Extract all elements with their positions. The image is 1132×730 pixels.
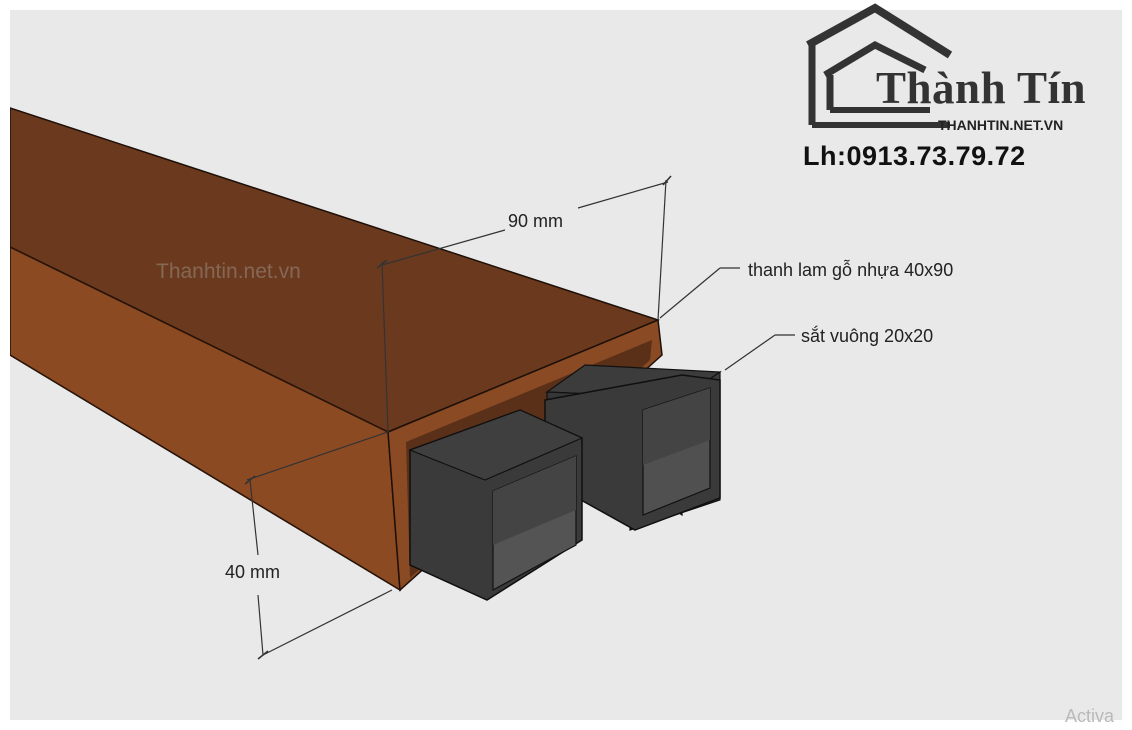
tick-2 [662,175,672,186]
canvas-viewport: 90 mm 40 mm thanh lam gỗ nhựa 40x90 sắt … [10,10,1122,720]
brand-name: Thành Tín [876,63,1087,113]
steel-label: sắt vuông 20x20 [801,325,933,346]
brand-url: THANHTIN.NET.VN [938,117,1064,133]
dim-40-line-top [249,479,259,556]
dim-90-line-right [577,181,669,209]
logo-roof-outer [806,3,953,59]
dim-40-line-bottom [257,594,264,656]
tick-4 [257,650,269,660]
logo-roof-inner [823,41,927,79]
dim-40-ext-top [246,431,389,481]
dim-40-ext-bottom [262,589,393,656]
watermark-text: Thanhtin.net.vn [156,260,301,283]
tick-3 [244,475,256,485]
brand-phone: Lh:0913.73.79.72 [803,141,1026,171]
activate-windows-watermark: Activa [1065,706,1115,726]
steel-tube-2 [544,364,722,531]
leader-steel [724,334,776,371]
dim-width-label: 90 mm [508,211,563,231]
steel-tube-1-hole-shade [493,456,576,545]
profile-label: thanh lam gỗ nhựa 40x90 [748,259,953,280]
dimension-lines [246,179,795,656]
wood-edge-bottom [10,354,401,591]
dim-90-line-left [381,229,506,266]
section-drawing: 90 mm 40 mm thanh lam gỗ nhựa 40x90 sắt … [10,107,953,660]
wood-edge-top [10,246,389,433]
steel-tube-1 [408,409,584,601]
steel-tube-1-top [408,409,584,481]
house-outline-icon [806,3,953,128]
leader-profile [659,267,721,319]
dim-90-ext-right [657,179,667,321]
dimension-ticks [244,175,672,660]
dim-height-label: 40 mm [225,562,280,582]
tick-1 [376,259,388,269]
steel-tube-2-hole-shade [643,388,710,465]
dim-90-ext-left [381,261,389,433]
